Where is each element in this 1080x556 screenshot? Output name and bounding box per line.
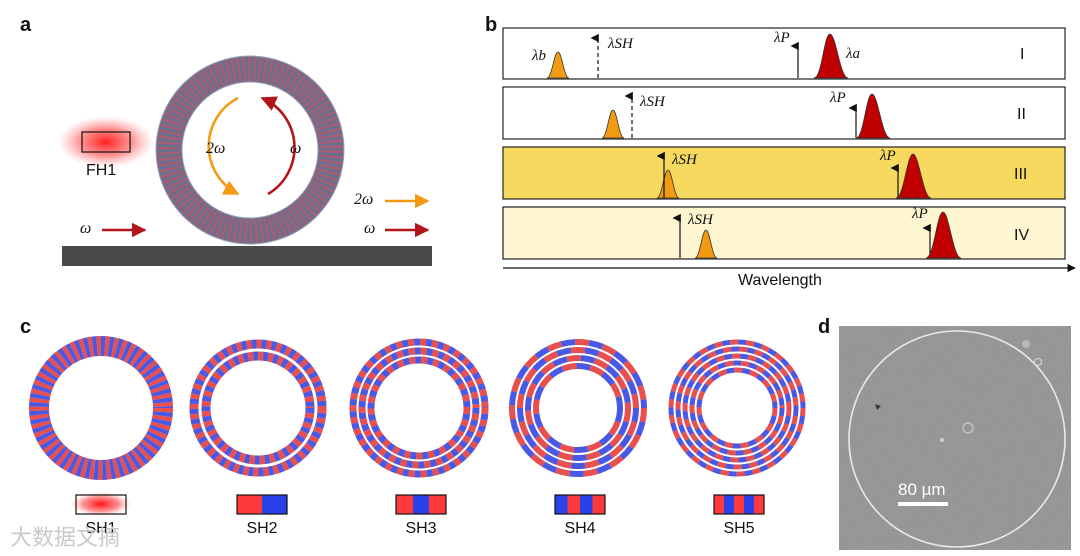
row-I-lambda-sh-label: λSH xyxy=(608,36,633,52)
row-I-lambda-b-label: λb xyxy=(532,48,546,64)
row-I-lambda-p-label: λP xyxy=(774,30,790,46)
sh5-mode-ring xyxy=(668,339,806,477)
sh1-mode-ring xyxy=(29,336,173,480)
sh2-cross-section xyxy=(236,494,288,515)
sh4-mode-ring xyxy=(509,339,647,477)
output-two-omega-label: 2ω xyxy=(354,191,374,208)
row-IV-pump-peak xyxy=(925,211,962,259)
sh1-label: SH1 xyxy=(85,520,117,537)
omega-circulation-arrow xyxy=(260,96,296,196)
row-IV-lambda-sh-label: λSH xyxy=(688,212,713,228)
row-III-numeral: III xyxy=(1014,166,1028,183)
row-IV-sh-peak xyxy=(694,229,718,259)
row-IV-box xyxy=(502,206,1066,260)
fh1-label: FH1 xyxy=(86,162,117,179)
fh1-mode-glow xyxy=(58,116,154,168)
bus-waveguide xyxy=(62,246,432,266)
sh5-label: SH5 xyxy=(723,520,755,537)
row-II-sh-peak xyxy=(601,109,625,139)
sh1-cross-section xyxy=(71,492,131,516)
output-omega-label: ω xyxy=(364,220,376,237)
row-II-numeral: II xyxy=(1017,106,1026,123)
row-II-box xyxy=(502,86,1066,140)
sh4-label: SH4 xyxy=(564,520,596,537)
panel-letter-d: d xyxy=(818,316,831,338)
microring xyxy=(155,55,345,245)
row-III-sh-peak xyxy=(656,169,680,199)
sh3-mode-ring xyxy=(349,338,489,478)
input-omega-label: ω xyxy=(80,220,92,237)
ring-omega-label: ω xyxy=(290,140,302,157)
row-III-lambda-sh-label: λSH xyxy=(672,152,697,168)
scale-bar-label: 80 µm xyxy=(898,480,946,499)
row-I-pump-peak xyxy=(813,33,849,79)
sh2-mode-ring xyxy=(189,339,327,477)
panel-letter-b: b xyxy=(485,14,498,36)
panel-letter-c: c xyxy=(20,316,32,338)
two-omega-circulation-arrow xyxy=(207,96,240,196)
fh1-mode-box xyxy=(81,131,131,153)
row-I-sh-peak xyxy=(546,51,570,79)
row-II-pump-peak xyxy=(855,93,891,139)
row-III-box xyxy=(502,146,1066,200)
sh5-cross-section xyxy=(713,494,765,515)
sh3-cross-section xyxy=(395,494,447,515)
row-II-lambda-sh-label: λSH xyxy=(640,94,665,110)
row-I-numeral: I xyxy=(1020,46,1025,63)
row-I-lambda-a-label: λa xyxy=(846,46,860,62)
row-III-pump-peak xyxy=(895,153,932,199)
scale-bar xyxy=(898,502,948,506)
sh3-label: SH3 xyxy=(405,520,437,537)
ring-two-omega-label: 2ω xyxy=(206,140,226,157)
row-III-lambda-p-label: λP xyxy=(880,148,896,164)
row-IV-numeral: IV xyxy=(1014,227,1030,244)
sem-ring xyxy=(848,330,1066,548)
row-IV-lambda-p-label: λP xyxy=(912,206,928,222)
panel-letter-a: a xyxy=(20,14,32,36)
sh4-cross-section xyxy=(554,494,606,515)
wavelength-axis-label: Wavelength xyxy=(738,272,822,289)
row-II-lambda-p-label: λP xyxy=(830,90,846,106)
sh2-label: SH2 xyxy=(246,520,278,537)
watermark: 大数据文摘 xyxy=(10,525,121,550)
